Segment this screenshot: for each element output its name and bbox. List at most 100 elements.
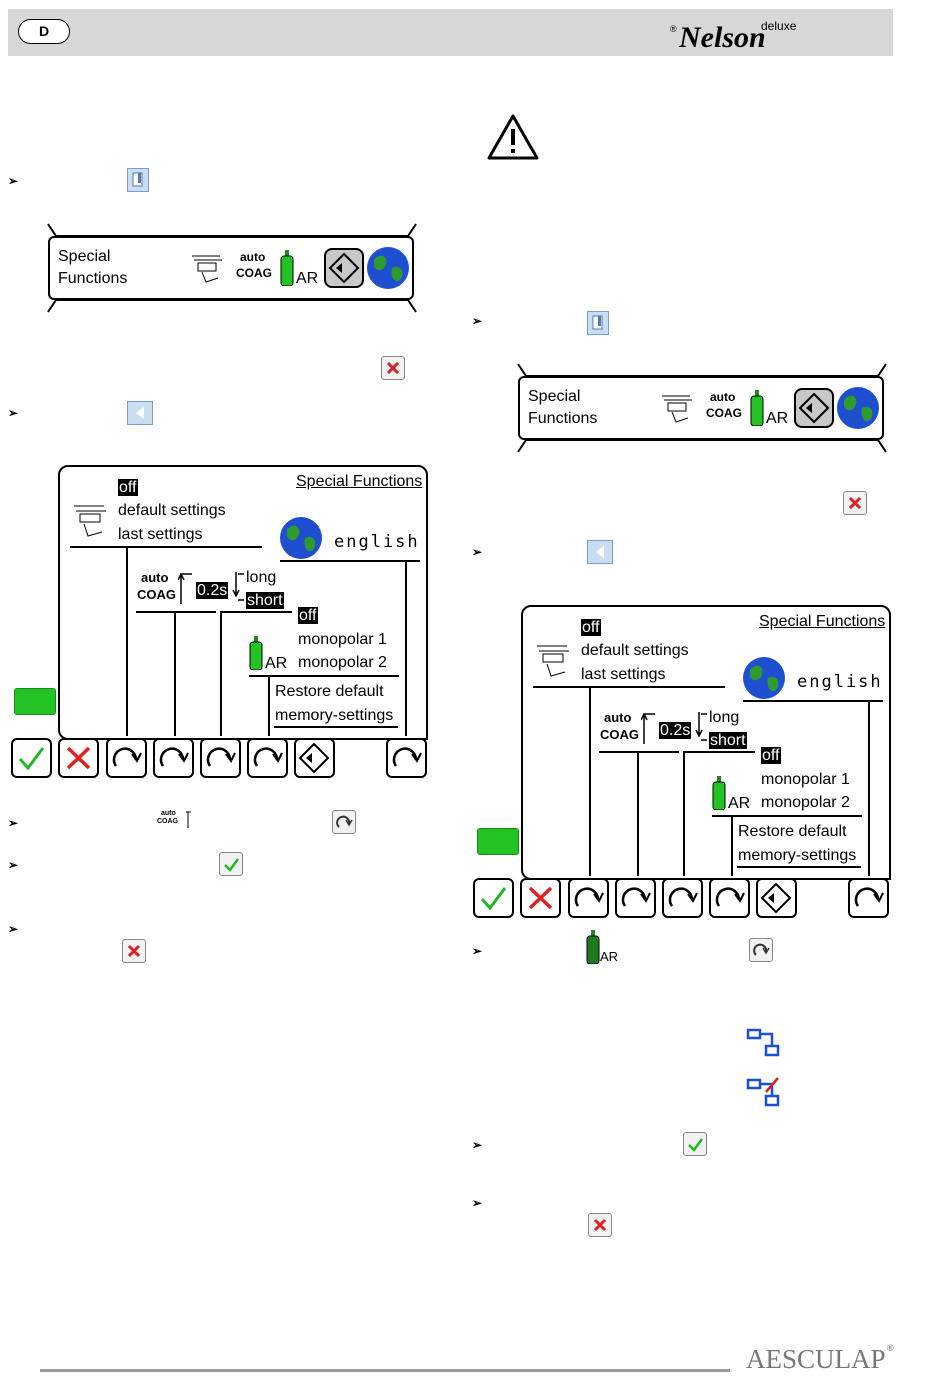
rotate-button-5[interactable] <box>848 878 889 918</box>
page-icon[interactable] <box>127 168 149 192</box>
switch-button[interactable] <box>294 738 335 778</box>
aesculap-logo: AESCULAP <box>746 1344 886 1374</box>
divider <box>70 546 262 548</box>
setting-last: last settings <box>118 526 203 543</box>
green-indicator <box>14 688 56 715</box>
special-functions-strip-right: Special Functions auto COAG AR <box>488 362 890 454</box>
language-badge: D <box>18 19 70 44</box>
rotate-button-3[interactable] <box>200 738 241 778</box>
cancel-icon[interactable] <box>122 939 146 963</box>
time-value: 0.2s <box>196 582 229 599</box>
connector-line <box>126 546 128 736</box>
confirm-icon[interactable] <box>219 852 243 876</box>
divider <box>280 560 420 562</box>
ar-label: AR <box>265 655 288 672</box>
electrode-icon <box>74 505 106 537</box>
connector-line <box>589 686 591 876</box>
mono-off: off <box>298 607 318 624</box>
rotate-button-3[interactable] <box>662 878 703 918</box>
ar-label: AR <box>728 795 751 812</box>
up-arrow-icon <box>641 713 655 744</box>
coag-label: COAG <box>600 727 639 742</box>
rotate-icon[interactable] <box>749 938 773 962</box>
strip-auto: auto <box>240 250 266 264</box>
electrode-icon <box>537 645 569 677</box>
mono-off: off <box>761 747 781 764</box>
divider <box>220 611 292 613</box>
rotate-button-2[interactable] <box>153 738 194 778</box>
monopolar-2: monopolar 2 <box>761 794 850 811</box>
connector-line <box>868 700 870 876</box>
strip-label-1: Special <box>58 248 111 265</box>
cancel-icon[interactable] <box>843 491 867 515</box>
electrode-icon <box>662 395 692 423</box>
long-option: long <box>246 569 277 586</box>
cancel-button[interactable] <box>520 878 561 918</box>
rotate-button-1[interactable] <box>106 738 147 778</box>
cancel-icon[interactable] <box>588 1213 612 1237</box>
divider <box>743 700 883 702</box>
connector-line <box>731 815 733 876</box>
divider <box>712 815 862 817</box>
brand-suffix: deluxe <box>761 19 797 33</box>
auto-label: auto <box>141 570 169 585</box>
rotate-button-1[interactable] <box>568 878 609 918</box>
argon-bottle-icon <box>249 636 263 670</box>
network-connected-icon <box>746 1028 780 1057</box>
setting-off: off <box>118 479 138 496</box>
rotate-button-2[interactable] <box>615 878 656 918</box>
strip-ar: AR <box>296 270 319 287</box>
bullet: ➢ <box>472 1196 483 1210</box>
strip-label-2: Functions <box>528 410 598 427</box>
monopolar-1: monopolar 1 <box>761 771 850 788</box>
rotate-icon[interactable] <box>332 810 356 834</box>
down-arrow-icon <box>695 712 707 741</box>
connector-line <box>220 611 222 736</box>
strip-coag: COAG <box>706 406 742 420</box>
connector-line <box>683 751 685 876</box>
bullet: ➢ <box>8 858 19 872</box>
auto-label: auto <box>604 710 632 725</box>
cancel-button[interactable] <box>58 738 99 778</box>
special-functions-screen-right <box>521 605 891 880</box>
bullet: ➢ <box>8 922 19 936</box>
setting-last: last settings <box>581 666 666 683</box>
argon-bottle-icon <box>586 930 600 964</box>
divider <box>136 611 216 613</box>
argon-bottle-icon <box>712 776 726 810</box>
short-option: short <box>246 592 284 609</box>
argon-bottle-icon <box>750 390 764 426</box>
page-icon[interactable] <box>587 311 609 335</box>
monopolar-1: monopolar 1 <box>298 631 387 648</box>
brand-name: Nelson <box>679 21 766 54</box>
long-option: long <box>709 709 740 726</box>
strip-label-2: Functions <box>58 270 128 287</box>
confirm-button[interactable] <box>473 878 514 918</box>
restore-line-1: Restore default <box>738 823 847 840</box>
footer-divider <box>40 1369 730 1372</box>
restore-line-1: Restore default <box>275 683 384 700</box>
strip-ar: AR <box>766 410 789 427</box>
bullet: ➢ <box>8 816 19 830</box>
confirm-icon[interactable] <box>683 1132 707 1156</box>
rotate-button-5[interactable] <box>386 738 427 778</box>
special-functions-screen-left <box>58 465 428 740</box>
switch-button[interactable] <box>756 878 797 918</box>
globe-icon <box>280 517 322 559</box>
brand-logo: ® Nelson deluxe <box>665 15 825 55</box>
electrode-icon <box>192 255 222 283</box>
back-icon[interactable] <box>127 401 153 425</box>
bullet: ➢ <box>472 944 483 958</box>
rotate-button-4[interactable] <box>709 878 750 918</box>
short-option: short <box>709 732 747 749</box>
rotate-button-4[interactable] <box>247 738 288 778</box>
strip-auto: auto <box>710 390 736 404</box>
back-icon[interactable] <box>587 540 613 564</box>
cancel-icon[interactable] <box>381 356 405 380</box>
down-arrow-icon <box>232 572 244 601</box>
aesculap-registered-mark: ® <box>887 1343 894 1353</box>
confirm-button[interactable] <box>11 738 52 778</box>
bullet: ➢ <box>472 1138 483 1152</box>
argon-bottle-icon <box>280 250 294 286</box>
bullet: ➢ <box>472 545 483 559</box>
